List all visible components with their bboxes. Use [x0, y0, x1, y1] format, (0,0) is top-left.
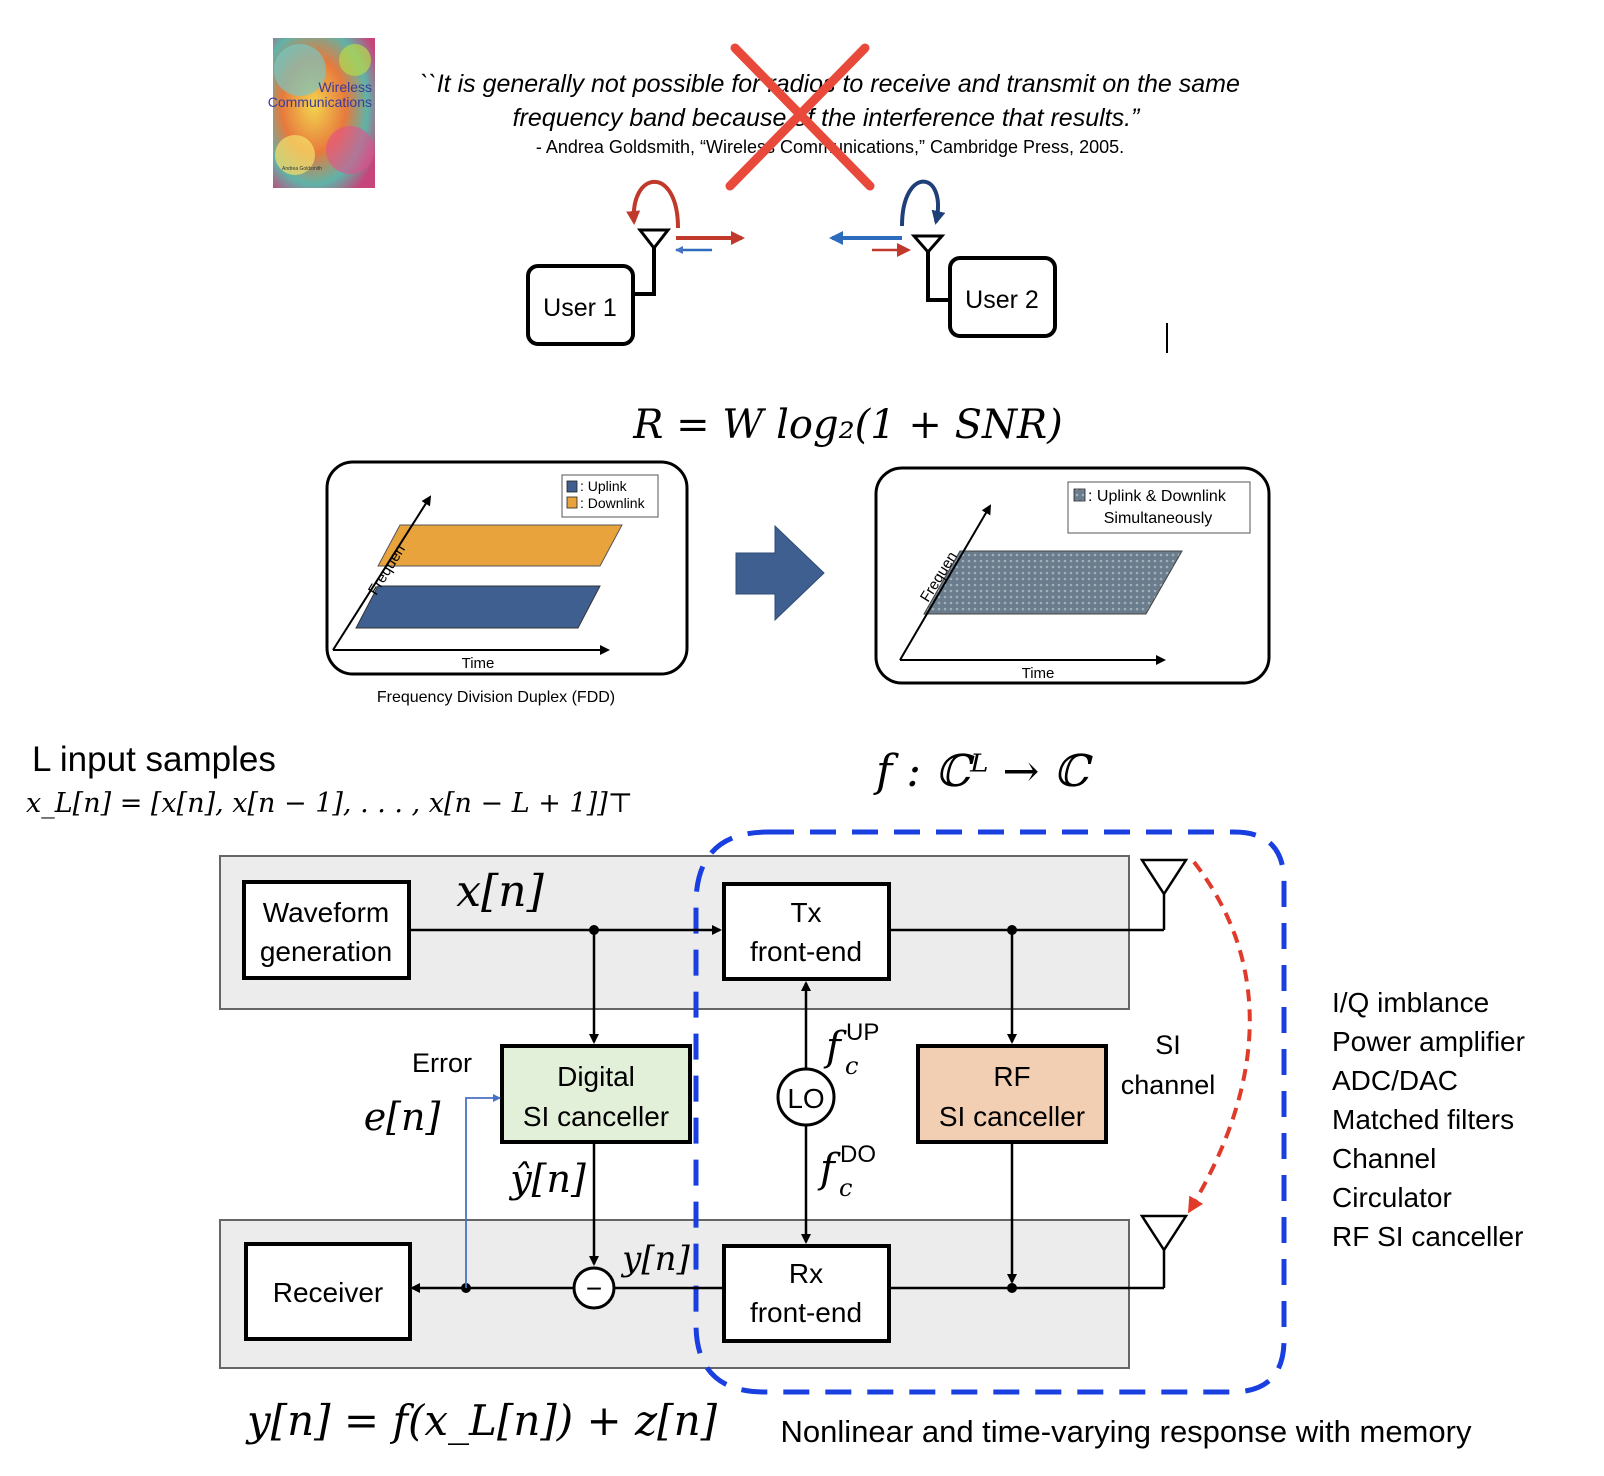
ifd-x-axis-label: Time — [1022, 665, 1055, 682]
error-label: Error — [412, 1048, 472, 1078]
transition-arrow-icon — [735, 524, 825, 622]
impairment-item: ADC/DAC — [1332, 1065, 1458, 1096]
full-duplex-panel: Frequen Time : Uplink & Downlink Simulta… — [874, 466, 1271, 685]
rf-label-line2: SI canceller — [939, 1101, 1085, 1132]
rx-label-line1: Rx — [789, 1258, 823, 1289]
subtractor-symbol: − — [586, 1273, 602, 1304]
capacity-formula: R = W log₂(1 + SNR) — [632, 402, 1063, 448]
si-channel-label-line2: channel — [1121, 1070, 1216, 1100]
user2-label: User 2 — [965, 286, 1039, 314]
self-interference-arrow-icon — [900, 179, 946, 227]
user2-node: User 2 — [829, 179, 1057, 338]
output-formula: y[n] = f(x_L[n]) + z[n] — [245, 1396, 718, 1445]
rx-antenna-icon — [1139, 1214, 1189, 1253]
tx-label-line1: Tx — [790, 897, 821, 928]
fdd-legend — [561, 474, 659, 518]
fc-up-superscript: UP — [846, 1019, 879, 1046]
local-oscillator-block — [776, 1067, 836, 1127]
receiver-block — [244, 1242, 412, 1341]
tx-antenna-icon — [1139, 858, 1189, 897]
yhat-label: ŷ[n] — [508, 1157, 586, 1201]
impairment-item: Channel — [1332, 1143, 1436, 1174]
fdd-legend-downlink: : Downlink — [580, 495, 646, 511]
book-title-line2: Communications — [268, 94, 372, 110]
book-cover: Wireless Communications Andrea Goldsmith — [268, 38, 375, 188]
tx-label-line2: front-end — [750, 936, 862, 967]
fdd-caption: Frequency Division Duplex (FDD) — [377, 689, 615, 706]
user1-node: User 1 — [526, 180, 745, 346]
waveform-label-line2: generation — [260, 936, 392, 967]
fc-do-subscript: c — [839, 1174, 852, 1202]
ifd-legend-line1: : Uplink & Downlink — [1088, 488, 1227, 505]
rf-label-line1: RF — [993, 1061, 1030, 1092]
analog-region-boundary — [693, 829, 1287, 1395]
en-label: e[n] — [364, 1095, 441, 1139]
error-feedback-path — [465, 1094, 501, 1288]
simultaneous-band — [923, 550, 1183, 615]
fc-do-symbol: f — [817, 1146, 841, 1192]
downlink-band — [377, 524, 623, 567]
self-interference-arrow-icon — [626, 180, 680, 229]
antenna-icon — [910, 234, 946, 255]
ifd-legend — [1067, 481, 1251, 534]
impairment-item: I/Q imblance — [1332, 987, 1489, 1018]
si-cancellation-diagram: Waveform generation x[n] Tx front-end Di… — [219, 829, 1287, 1395]
yn-label: y[n] — [620, 1239, 690, 1279]
rx-front-end-block — [722, 1244, 891, 1343]
lo-label: LO — [787, 1083, 824, 1114]
book-author: Andrea Goldsmith — [282, 166, 322, 172]
digital-label-line1: Digital — [557, 1061, 635, 1092]
waveform-label-line1: Waveform — [263, 897, 390, 928]
receiver-label: Receiver — [273, 1277, 383, 1308]
impairment-item: Power amplifier — [1332, 1026, 1525, 1057]
fc-up-symbol: f — [823, 1024, 847, 1070]
rx-label-line2: front-end — [750, 1297, 862, 1328]
tx-front-end-block — [722, 882, 891, 981]
uplink-band — [355, 585, 601, 629]
footer-caption: Nonlinear and time-varying response with… — [781, 1414, 1472, 1449]
mapping-formula: f : ℂᴸ → ℂ — [873, 746, 1093, 797]
fdd-legend-uplink: : Uplink — [580, 478, 628, 494]
xn-label: x[n] — [456, 866, 544, 917]
input-samples-title: L input samples — [32, 740, 276, 779]
antenna-icon — [636, 228, 672, 251]
quote-line2: frequency band because of the interferen… — [513, 104, 1141, 132]
digital-si-canceller-block — [500, 1044, 692, 1144]
si-channel-label-line1: SI — [1155, 1030, 1181, 1060]
fc-do-superscript: DO — [840, 1141, 876, 1168]
si-channel-path — [1187, 860, 1252, 1214]
impairment-item: Circulator — [1332, 1182, 1452, 1213]
fdd-panel: Frequen Time : Uplink : Downlink Frequen… — [325, 460, 689, 706]
book-title-line1: Wireless — [318, 79, 372, 95]
input-samples-formula: x_L[n] = [x[n], x[n − 1], . . . , x[n − … — [26, 788, 633, 819]
fdd-x-axis-label: Time — [462, 655, 495, 672]
impairment-item: RF SI canceller — [1332, 1221, 1523, 1252]
ifd-legend-line2: Simultaneously — [1104, 510, 1213, 527]
digital-label-line2: SI canceller — [523, 1101, 669, 1132]
cross-mark-icon — [725, 43, 875, 191]
impairment-item: Matched filters — [1332, 1104, 1514, 1135]
fc-up-subscript: c — [845, 1052, 858, 1080]
user1-label: User 1 — [543, 294, 617, 322]
